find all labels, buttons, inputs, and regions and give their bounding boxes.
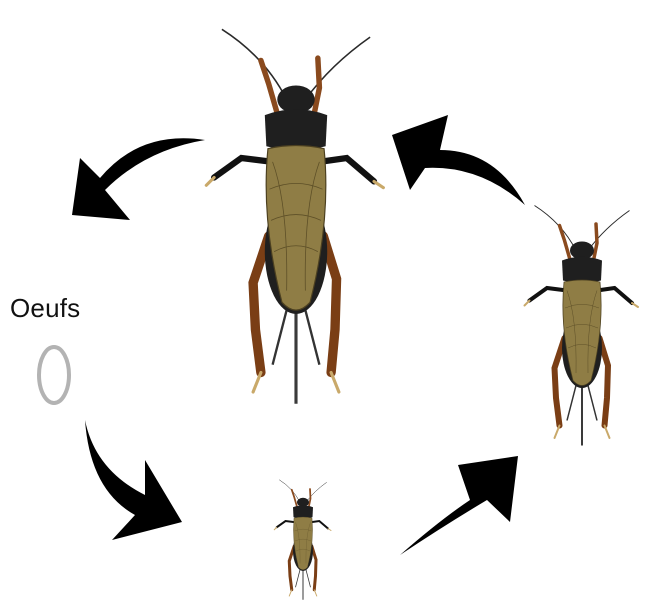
curved-arrow-icon xyxy=(85,420,182,540)
egg-icon xyxy=(39,347,69,403)
curved-arrow-icon xyxy=(72,138,205,220)
adult-cricket-icon xyxy=(206,29,383,403)
egg-label: Oeufs xyxy=(10,293,80,324)
nymph-cricket-icon xyxy=(274,480,331,600)
juvenile-cricket-icon xyxy=(525,206,639,446)
curved-arrow-icon xyxy=(392,115,525,205)
curved-arrow-icon xyxy=(400,456,518,555)
